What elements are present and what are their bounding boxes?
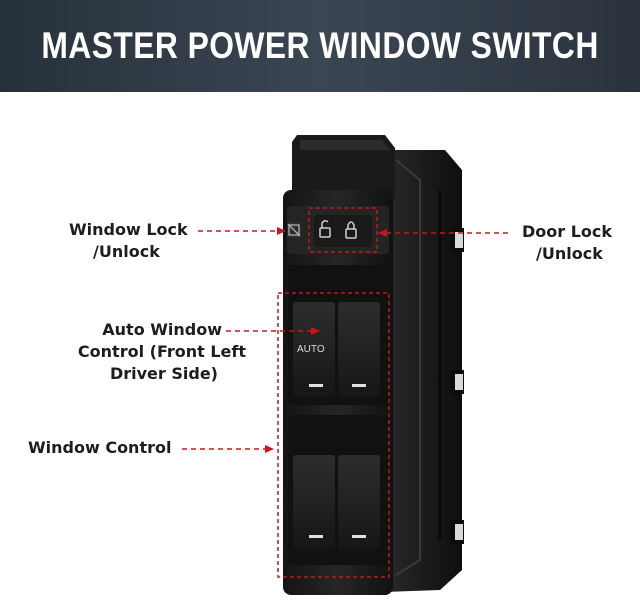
auto-window-arrow	[226, 327, 320, 335]
rear-left-switch[interactable]	[293, 455, 335, 550]
window-lock-callout: Window Lock /Unlock	[69, 219, 188, 263]
title-banner: MASTER POWER WINDOW SWITCH	[0, 0, 640, 92]
auto-label: AUTO	[297, 344, 325, 355]
window-switch-highlight-box	[277, 292, 390, 578]
door-lock-label: Door Lock	[522, 222, 613, 241]
auto-window-sublabel-2: Driver Side)	[109, 364, 218, 383]
window-lock-icon[interactable]	[287, 222, 301, 238]
door-lock-icon[interactable]	[338, 215, 372, 247]
window-control-label: Window Control	[28, 438, 172, 457]
rear-right-switch[interactable]	[338, 455, 380, 550]
side-housing	[382, 150, 464, 592]
window-lock-sublabel: /Unlock	[93, 242, 160, 261]
door-lock-callout: Door Lock /Unlock	[522, 221, 612, 265]
window-lock-arrow	[198, 227, 286, 235]
top-block	[292, 135, 395, 200]
auto-window-sublabel: Control (Front Left	[77, 342, 246, 361]
page-title: MASTER POWER WINDOW SWITCH	[41, 25, 599, 66]
door-unlock-icon[interactable]	[314, 215, 344, 247]
door-lock-sublabel: /Unlock	[536, 244, 603, 263]
window-control-arrow	[182, 445, 274, 453]
front-right-switch[interactable]	[338, 302, 380, 397]
auto-window-callout: Auto Window Control (Front Left Driver S…	[74, 319, 246, 385]
auto-window-label: Auto Window	[102, 320, 222, 339]
front-left-auto-switch[interactable]: AUTO	[293, 302, 335, 397]
window-control-callout: Window Control	[28, 437, 171, 459]
window-lock-label: Window Lock	[69, 220, 188, 239]
door-lock-arrow	[378, 229, 512, 237]
